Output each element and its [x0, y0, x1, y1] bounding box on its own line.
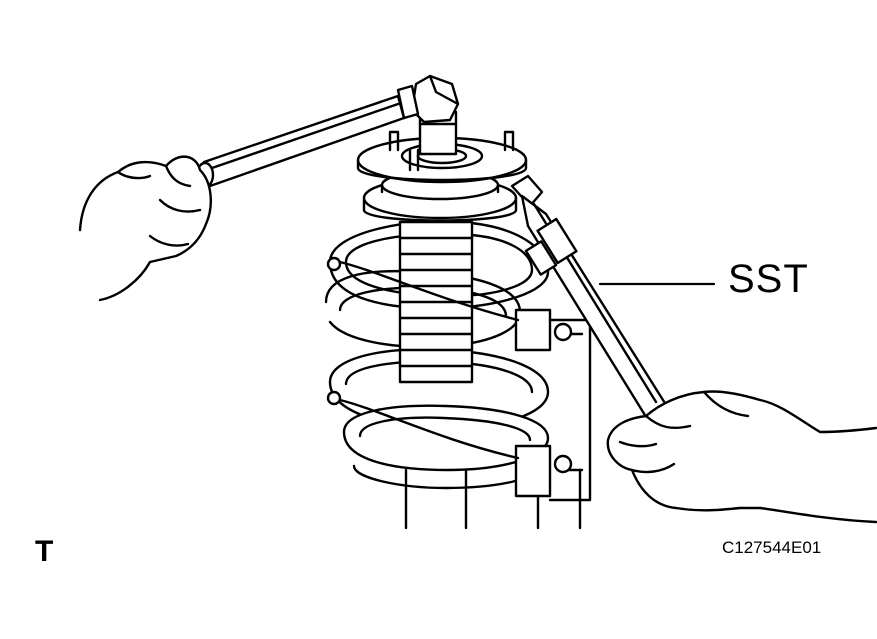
hand-right [606, 390, 877, 524]
torque-wrench [195, 74, 460, 189]
upper-support [356, 130, 528, 222]
hand-left [78, 155, 212, 302]
sst-callout-label: SST [728, 257, 809, 301]
sst-holder [510, 174, 670, 422]
figure-code-label: C127544E01 [722, 538, 822, 557]
corner-mark-label: T [35, 535, 54, 568]
spring-compressor [326, 256, 592, 502]
